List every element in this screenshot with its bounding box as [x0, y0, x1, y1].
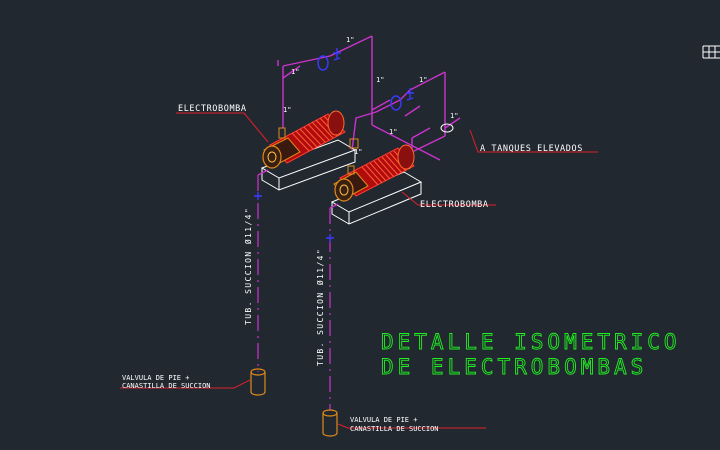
size-a: 1" [346, 36, 354, 44]
suction-piping [254, 169, 339, 410]
label-suction-left: TUB. SUCCION Ø11/4" [243, 207, 253, 325]
size-c: 1" [283, 106, 291, 114]
label-foot-valve-2-line2: CANASTILLA DE SUCCION [350, 425, 439, 433]
label-electrobomba-left: ELECTROBOMBA [178, 104, 247, 114]
size-g: 1" [389, 128, 397, 136]
label-electrobomba-right: ELECTROBOMBA [420, 200, 489, 210]
size-h: 1" [354, 148, 362, 156]
drawing-title-line1: DETALLE ISOMETRICO [381, 330, 681, 354]
gate-valve-left [317, 48, 341, 71]
size-e: 1" [419, 76, 427, 84]
label-foot-valve-1-line1: VALVULA DE PIE + [122, 374, 189, 382]
foot-valve-right [322, 409, 338, 437]
size-d: 1" [376, 76, 384, 84]
size-b: 1" [291, 68, 299, 76]
label-foot-valve-1-line2: CANASTILLA DE SUCCION [122, 382, 211, 390]
label-tanques-elevados: A TANQUES ELEVADOS [480, 144, 583, 154]
check-valve-tanks [440, 123, 454, 133]
gate-valve-right [390, 88, 414, 111]
pipe-size-marks: 1" 1" 1" 1" 1" 1" 1" 1" [283, 36, 458, 156]
pump-left [260, 110, 359, 191]
ucs-icon [702, 45, 720, 59]
label-foot-valve-2-line1: VALVULA DE PIE + [350, 416, 417, 424]
label-suction-right: TUB. SUCCION Ø11/4" [315, 248, 325, 366]
foot-valve-left [250, 368, 266, 396]
leader-lines [120, 112, 598, 429]
size-f: 1" [450, 112, 458, 120]
pump-right [330, 144, 423, 225]
drawing-title-line2: DE ELECTROBOMBAS [381, 355, 647, 379]
